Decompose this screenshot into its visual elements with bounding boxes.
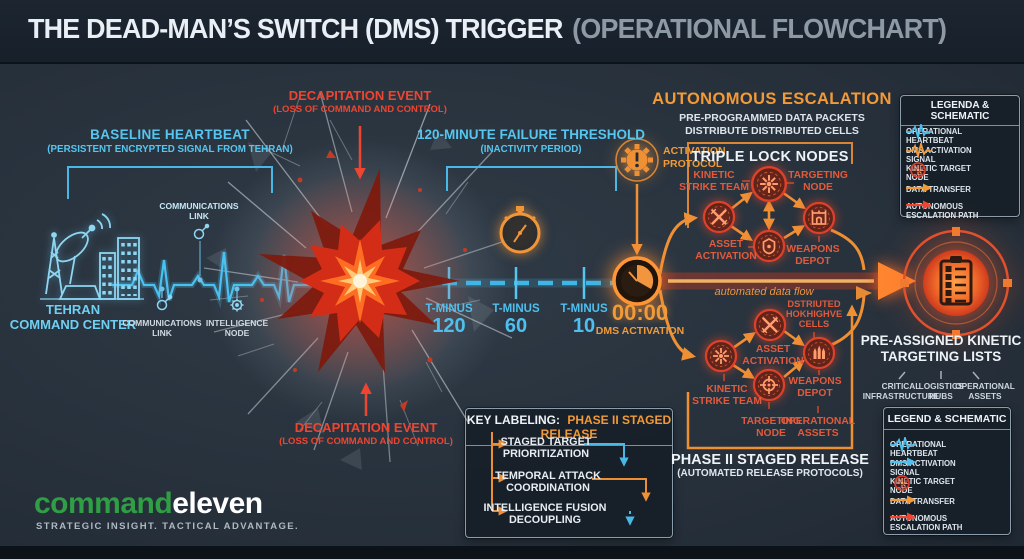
threshold-subtitle: (INACTIVITY PERIOD) [480, 144, 582, 155]
key-labeling-highlight: PHASE II STAGED RELEASE [540, 413, 672, 441]
comm-link-icon [156, 294, 173, 311]
t10-label: T-MINUS [560, 303, 608, 315]
asset-activation-icon [752, 229, 786, 263]
heartbeat-trace [112, 241, 325, 309]
kinetic-strike-team-icon [702, 200, 736, 234]
decapitation-subtitle-bottom: (LOSS OF COMMAND AND CONTROL) [279, 436, 453, 447]
legend-bottom-row-5: AUTONOMOUS ESCALATION PATH [890, 511, 974, 532]
legend-bottom-box: LEGEND & SCHEMATIC [883, 407, 1011, 535]
t10-value: 10 [572, 315, 596, 337]
timeline-flatline [394, 267, 614, 299]
target-list-ticks [898, 371, 980, 380]
baseline-heartbeat-subtitle: (PERSISTENT ENCRYPTED SIGNAL FROM TEHRAN… [47, 144, 293, 155]
bottom-strip [0, 546, 1024, 559]
legend-bottom-title: LEGEND & SCHEMATIC [884, 408, 1010, 430]
kinetic-strike-team2-icon [704, 339, 738, 373]
escalation-sub2: DISTRIBUTE DISTRIBUTED CELLS [685, 125, 859, 137]
brand-tagline: STRATEGIC INSIGHT. TACTICAL ADVANTAGE. [36, 521, 300, 532]
intelligence-node-gear-icon [230, 298, 244, 312]
title-bar: THE DEAD-MAN’S SWITCH (DMS) TRIGGER (OPER… [0, 0, 1024, 64]
dms-clock-icon [612, 256, 662, 306]
threshold-bracket [446, 166, 617, 191]
brand-part-1: command [34, 487, 173, 520]
baseline-bracket [67, 166, 273, 199]
asset-activation2-icon [753, 308, 787, 342]
t60-value: 60 [504, 315, 528, 337]
explosion-icon [248, 168, 472, 393]
decapitation-title-top: DECAPITATION EVENT [288, 88, 432, 103]
t60-label: T-MINUS [492, 303, 540, 315]
legend-top-title: LEGENDA & SCHEMATIC [901, 96, 1019, 126]
target-reticle-icon [900, 227, 1012, 339]
activation-gear-icon [615, 138, 659, 182]
key-labeling-prefix: KEY LABELING: [466, 413, 560, 427]
phase2-subtitle: (AUTOMATED RELEASE PROTOCOLS) [677, 468, 863, 479]
escalation-title: AUTONOMOUS ESCALATION [652, 90, 892, 108]
brand-logo: commandeleven [34, 487, 263, 521]
legend-bottom-row-4: DATA TRANSFER [890, 494, 955, 506]
t120-value: 120 [432, 315, 466, 337]
stopwatch-icon [499, 206, 541, 254]
t120-label: T-MINUS [425, 303, 473, 315]
brand-part-2: eleven [172, 487, 263, 520]
weapons-depot-icon [802, 201, 836, 235]
baseline-heartbeat-title: BASELINE HEARTBEAT [90, 127, 250, 142]
threshold-title: 120-MINUTE FAILURE THRESHOLD [416, 127, 646, 142]
decapitation-subtitle-top: (LOSS OF COMMAND AND CONTROL) [273, 104, 447, 115]
legend-bottom-row-1: OPERATIONAL HEARTBEAT [890, 437, 974, 458]
phase2-title: PHASE II STAGED RELEASE [671, 452, 869, 468]
legend-top-row-3: KINETIC TARGET NODE [906, 161, 990, 182]
escalation-sub1: PRE-PROGRAMMED DATA PACKETS [679, 112, 865, 124]
dms-activation-label: DMS ACTIVATION [595, 325, 685, 337]
legend-bottom-row-3: KINETIC TARGET NODE [890, 474, 974, 495]
page-title: THE DEAD-MAN’S SWITCH (DMS) TRIGGER (OPER… [28, 13, 947, 45]
page-title-main: THE DEAD-MAN’S SWITCH (DMS) TRIGGER [28, 13, 563, 44]
clipboard-icon [939, 256, 973, 306]
triple-lock-title: TRIPLE LOCK NODES [691, 149, 849, 165]
legend-top-row-4: DATA TRANSFER [906, 182, 971, 194]
page-title-sub: (OPERATIONAL FLOWCHART) [572, 13, 947, 44]
legend-top-row-5: AUTONOMOUS ESCALATION PATH [906, 199, 990, 220]
tehran-command-center-icon [40, 213, 144, 300]
branch-up-arrow [658, 212, 699, 275]
zero-hour: 00:00 [611, 300, 669, 325]
targeting-node-icon [750, 165, 788, 203]
automated-data-flow-label: automated data flow [714, 286, 814, 298]
comm-link-top-icon [193, 223, 210, 240]
decapitation-title-bottom: DECAPITATION EVENT [294, 420, 438, 435]
triple-lock-arrows [730, 190, 806, 242]
weapons-depot2-icon [802, 336, 836, 370]
legend-top-row-1: OPERATIONAL HEARTBEAT [906, 124, 990, 145]
